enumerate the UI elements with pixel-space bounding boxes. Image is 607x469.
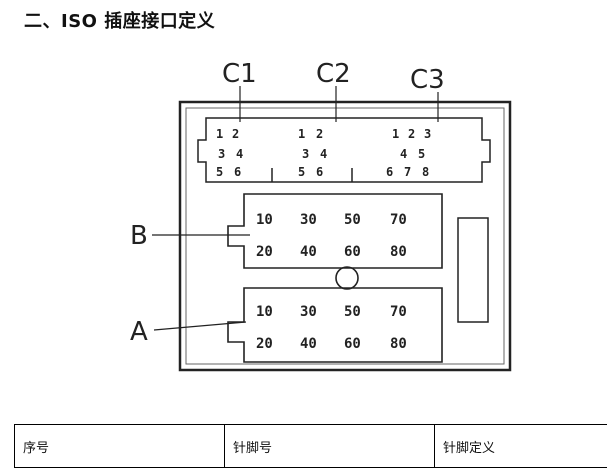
a-pin: 30 xyxy=(300,304,317,320)
c2-pin: 5 xyxy=(298,165,305,179)
b-pin: 30 xyxy=(300,212,317,228)
label-c2: C2 xyxy=(316,59,351,89)
c1-pin: 3 xyxy=(218,147,225,161)
c3-pin: 3 xyxy=(424,127,431,141)
a-pin: 80 xyxy=(390,336,407,352)
label-b: B xyxy=(130,221,148,251)
b-pin: 40 xyxy=(300,244,317,260)
c3-pin: 7 xyxy=(404,165,411,179)
label-a: A xyxy=(130,317,148,347)
housing-inner xyxy=(185,107,505,365)
b-pin: 50 xyxy=(344,212,361,228)
c-block-outline xyxy=(197,117,491,183)
b-block-outline xyxy=(227,193,443,269)
c1-pin: 6 xyxy=(234,165,241,179)
b-pin: 60 xyxy=(344,244,361,260)
table-header-row: 序号 针脚号 针脚定义 xyxy=(14,424,607,468)
c2-pin: 2 xyxy=(316,127,323,141)
side-rectangle xyxy=(457,217,489,323)
a-pin: 70 xyxy=(390,304,407,320)
a-pin: 60 xyxy=(344,336,361,352)
label-c1: C1 xyxy=(222,59,257,89)
c3-pin: 1 xyxy=(392,127,399,141)
a-pin: 40 xyxy=(300,336,317,352)
c2-pin: 1 xyxy=(298,127,305,141)
connector-drawing: C1 C2 C3 B A 1 2 3 4 5 6 1 2 3 4 5 6 1 2… xyxy=(130,59,512,372)
c3-pin: 2 xyxy=(408,127,415,141)
center-key-circle xyxy=(335,266,359,290)
c2-pin: 3 xyxy=(302,147,309,161)
c1-pin: 4 xyxy=(236,147,243,161)
b-pin: 20 xyxy=(256,244,273,260)
c3-pin: 6 xyxy=(386,165,393,179)
c2-pin: 4 xyxy=(320,147,327,161)
a-block-outline xyxy=(227,287,443,363)
c1-pin: 5 xyxy=(216,165,223,179)
b-pin: 70 xyxy=(390,212,407,228)
iso-connector-diagram: C1 C2 C3 B A 1 2 3 4 5 6 1 2 3 4 5 6 1 2… xyxy=(120,50,520,390)
a-pin: 50 xyxy=(344,304,361,320)
section-heading: 二、ISO 插座接口定义 xyxy=(24,11,216,32)
c2-pin: 6 xyxy=(316,165,323,179)
b-pin: 10 xyxy=(256,212,273,228)
c1-pin: 1 xyxy=(216,127,223,141)
c1-pin: 2 xyxy=(232,127,239,141)
header-pin-definition: 针脚定义 xyxy=(434,424,607,468)
c3-pin: 5 xyxy=(418,147,425,161)
housing-outer xyxy=(178,100,512,372)
pin-definition-table: 序号 针脚号 针脚定义 xyxy=(14,424,607,468)
header-index: 序号 xyxy=(14,424,225,468)
c3-pin: 8 xyxy=(422,165,429,179)
a-pin: 20 xyxy=(256,336,273,352)
b-pin: 80 xyxy=(390,244,407,260)
a-pin: 10 xyxy=(256,304,273,320)
c3-pin: 4 xyxy=(400,147,407,161)
label-c3: C3 xyxy=(410,65,445,95)
header-pin-number: 针脚号 xyxy=(224,424,435,468)
